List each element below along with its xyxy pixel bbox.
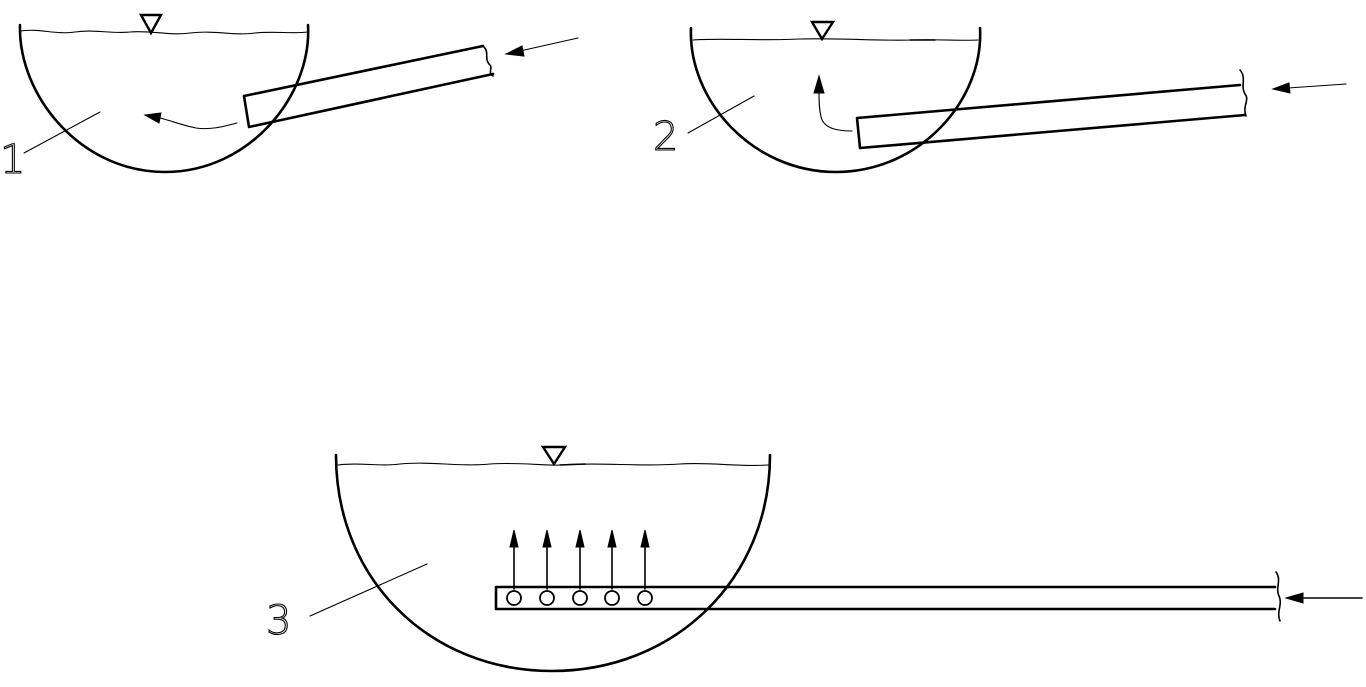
water-level-marker-2	[809, 20, 836, 42]
water-surface-3	[337, 462, 769, 467]
inlet-pipe-3	[494, 585, 1277, 611]
tank-wall-3	[334, 453, 772, 673]
nozzle-1	[506, 590, 522, 606]
figure-label-2: 2	[653, 114, 678, 160]
tank-wall-1	[18, 23, 310, 174]
jet-arrow-head-2	[542, 529, 552, 548]
leader-line-1	[23, 111, 101, 154]
tank-wall-2	[689, 26, 982, 174]
inflow-arrow-head-3	[1284, 592, 1304, 604]
water-level-marker-1	[138, 13, 164, 36]
figure-2: 2	[652, 20, 1347, 174]
nozzle-5	[637, 590, 653, 606]
inlet-pipe-1	[242, 44, 495, 129]
figure-label-1: 1	[0, 137, 25, 183]
outflow-arrow-line-1	[159, 117, 238, 130]
outflow-arrow-head-1	[143, 112, 162, 124]
nozzle-array	[506, 529, 653, 606]
inflow-arrow-line-2	[1287, 83, 1347, 89]
leader-line-3	[309, 563, 428, 617]
nozzle-2	[539, 590, 555, 606]
upflow-arrow-head-2	[813, 74, 825, 94]
leader-line-2	[687, 95, 755, 134]
inflow-arrow-head-1	[504, 45, 525, 57]
water-surface-2	[692, 38, 979, 41]
water-level-marker-3	[540, 445, 568, 467]
pipe-break-1	[482, 45, 494, 77]
water-surface-1	[19, 29, 309, 35]
nozzle-4	[604, 590, 620, 606]
jet-arrow-head-5	[640, 529, 650, 548]
nozzle-3	[572, 590, 588, 606]
jet-arrow-head-1	[509, 529, 519, 548]
figure-1: 1	[0, 13, 579, 184]
pipe-break-2	[1239, 69, 1248, 117]
pipe-break-3	[1275, 571, 1282, 622]
water-surface-3-bold	[559, 463, 586, 466]
jet-arrow-head-3	[575, 529, 585, 548]
figure-label-3: 3	[266, 598, 291, 644]
inflow-arrow-line-1	[519, 37, 579, 52]
figure-3: 3	[265, 445, 1363, 673]
inlet-pipe-2	[855, 83, 1247, 150]
upflow-arrow-line-2	[818, 91, 853, 132]
inflow-arrow-head-2	[1271, 82, 1291, 94]
jet-arrow-head-4	[607, 529, 617, 548]
